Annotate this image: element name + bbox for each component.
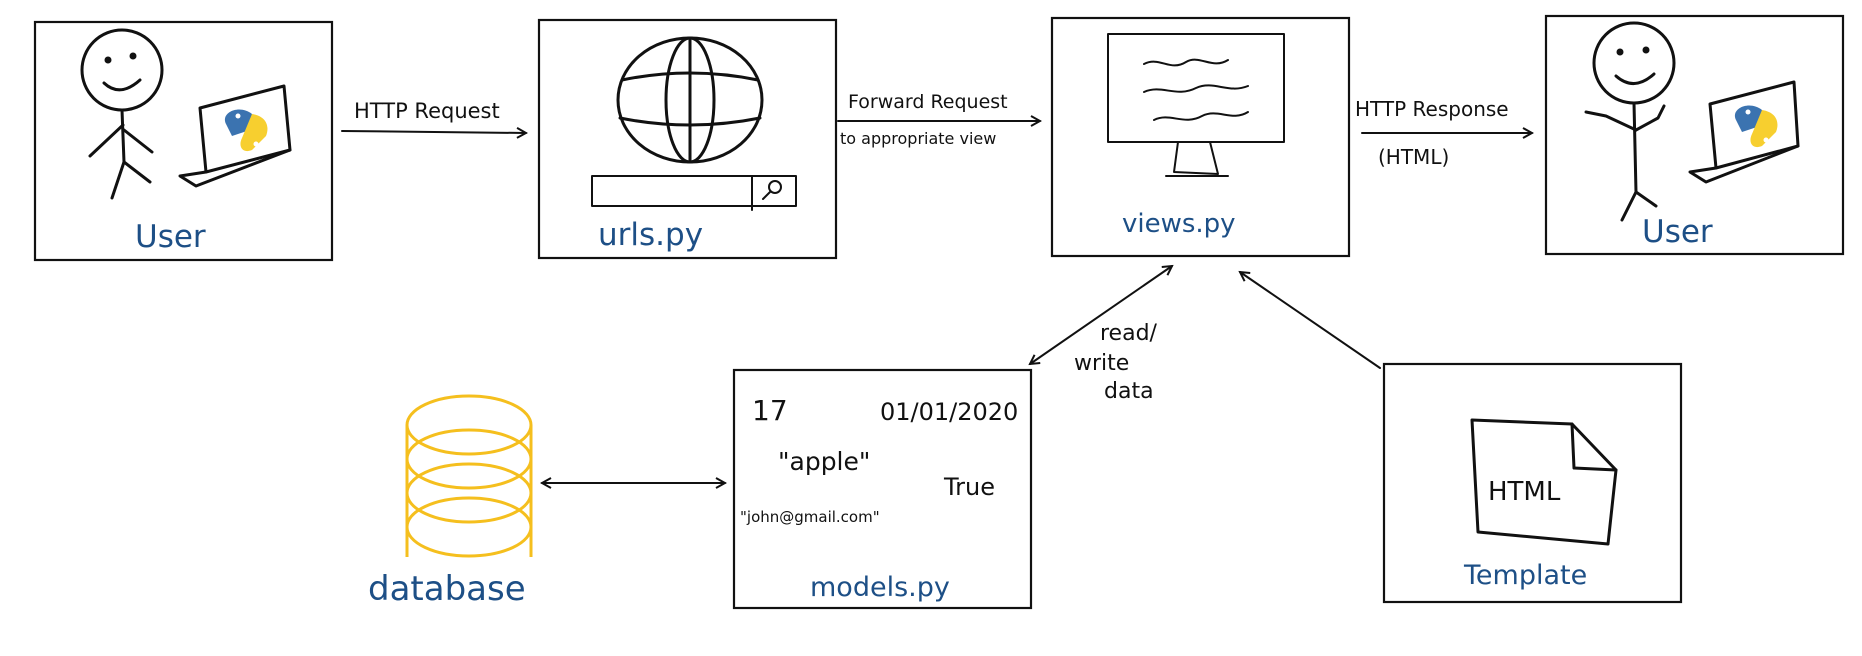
models-value-number: 17: [752, 394, 788, 427]
models-value-date: 01/01/2020: [880, 398, 1018, 426]
template-label: Template: [1463, 560, 1587, 591]
globe-icon: [616, 36, 764, 164]
arrow-user-to-urls: [341, 131, 526, 133]
http-response-label-line2: (HTML): [1378, 145, 1449, 169]
urls-label: urls.py: [598, 217, 703, 253]
database-label: database: [368, 569, 526, 609]
edge-read-write: read/ write data: [1030, 266, 1172, 404]
template-doc-text: HTML: [1488, 477, 1561, 507]
laptop-python-icon: [178, 84, 292, 188]
views-node: views.py: [1050, 16, 1351, 258]
user-right-node: User: [1544, 14, 1845, 256]
database-icon: [405, 394, 533, 558]
search-bar: [591, 175, 797, 211]
stick-figure-icon: [1584, 21, 1676, 222]
http-request-label: HTTP Request: [354, 99, 500, 123]
models-value-string: "apple": [778, 447, 870, 476]
read-write-label-line1: read/: [1100, 321, 1158, 346]
read-write-label-line3: data: [1104, 379, 1154, 404]
laptop-python-icon: [1688, 80, 1800, 184]
forward-label-line1: Forward Request: [848, 91, 1008, 113]
edge-http-request: HTTP Request: [341, 99, 526, 133]
edge-template-views: [1240, 272, 1381, 369]
user-right-label: User: [1642, 214, 1713, 250]
user-left-label: User: [135, 219, 206, 255]
template-node: HTML Template: [1382, 362, 1683, 604]
models-value-boolean: True: [943, 473, 995, 501]
search-icon: [762, 180, 782, 200]
urls-node: urls.py: [537, 18, 838, 260]
forward-label-line2: to appropriate view: [840, 129, 996, 148]
template-box: [1382, 362, 1683, 604]
models-node: 17 01/01/2020 "apple" True "john@gmail.c…: [732, 368, 1033, 610]
html-document-icon: [1470, 418, 1618, 546]
database-node: database: [368, 394, 533, 609]
user-left-node: User: [33, 20, 334, 262]
urls-box: [537, 18, 838, 260]
edge-http-response: HTTP Response (HTML): [1355, 97, 1532, 169]
stick-figure-icon: [80, 28, 164, 200]
views-label: views.py: [1122, 209, 1236, 239]
user-left-box: [33, 20, 334, 262]
monitor-icon: [1107, 33, 1285, 177]
http-response-label-line1: HTTP Response: [1355, 97, 1509, 121]
arrow-template-to-views: [1240, 272, 1381, 369]
arrow-views-models: [1030, 266, 1172, 364]
models-label: models.py: [810, 572, 950, 603]
models-box: [732, 368, 1033, 610]
views-box: [1050, 16, 1351, 258]
models-value-email: "john@gmail.com": [740, 508, 880, 526]
edge-forward-request: Forward Request to appropriate view: [837, 91, 1040, 148]
read-write-label-line2: write: [1074, 351, 1129, 376]
